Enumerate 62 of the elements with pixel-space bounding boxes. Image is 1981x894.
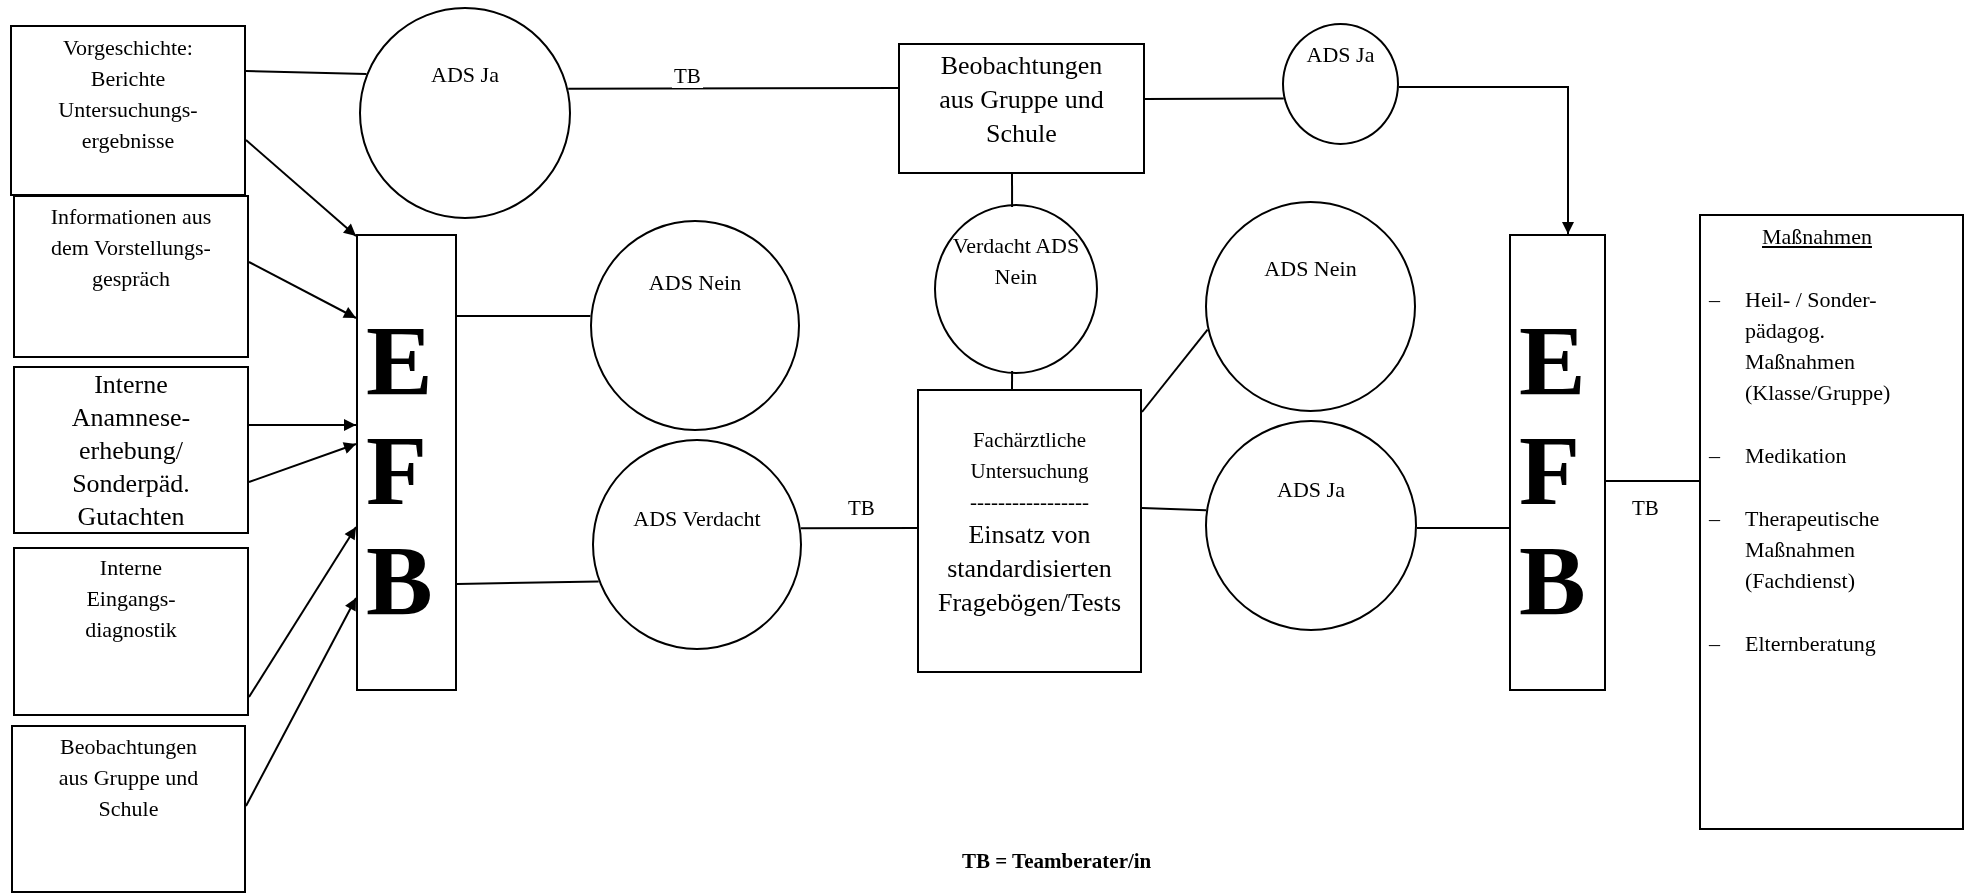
box-text: Fachärztliche Untersuchung (969, 427, 1090, 485)
source-box (11, 725, 246, 893)
list-item: Therapeutische Maßnahmen (Fachdienst) (1745, 505, 1881, 595)
connector-line (456, 580, 600, 585)
list-dash: – (1709, 442, 1721, 470)
result-circle (934, 204, 1098, 374)
efb-letters: E F B (1519, 306, 1587, 636)
list-dash: – (1709, 286, 1721, 314)
result-circle (359, 7, 571, 219)
result-circle (590, 220, 800, 431)
arrow (248, 442, 357, 483)
list-item: Medikation (1745, 442, 1848, 470)
box-text: Einsatz von standardisierten Fragebögen/Tests (937, 519, 1122, 619)
box-text: Interne Eingangs- diagnostik (84, 554, 178, 644)
efb-box (356, 234, 457, 691)
source-box (10, 25, 246, 196)
box-text: Vorgeschichte: Berichte Untersuchungs- ergebnisse (57, 34, 199, 155)
result-circle (1282, 23, 1399, 145)
circle-label: ADS Nein (1263, 255, 1358, 283)
arrow (248, 419, 357, 431)
circle-label: Verdacht ADS Nein (951, 232, 1081, 291)
heading: Maßnahmen (1761, 223, 1873, 251)
efb-letters: E F B (366, 306, 434, 636)
abbreviation-note: TB = Teamberater/in (962, 848, 1152, 874)
source-box (13, 547, 249, 716)
list-dash: – (1709, 505, 1721, 533)
connector-line (1416, 527, 1510, 529)
source-box (13, 366, 249, 534)
circle-label: ADS Ja (1305, 41, 1376, 69)
box-text: Interne Anamnese- erhebung/ Sonderpäd. Gutachten (70, 369, 192, 533)
box-text: Informationen aus dem Vorstellungs- gespräch (50, 203, 212, 293)
result-circle (1205, 201, 1416, 412)
process-box (917, 389, 1142, 673)
connector-line (567, 87, 899, 90)
arrow (245, 139, 357, 237)
source-box (13, 195, 249, 358)
list-item: Elternberatung (1745, 630, 1877, 658)
list-item: Heil- / Sonder- pädagog. Maßnahmen (Klasse/Gruppe) (1745, 286, 1892, 407)
connector-line (1144, 97, 1285, 100)
measures-box (1699, 214, 1964, 830)
result-circle (592, 439, 802, 650)
connector-line (245, 70, 368, 75)
connector-line (1605, 480, 1700, 482)
arrow (245, 597, 357, 807)
circle-label: ADS Nein (647, 269, 743, 297)
box-text: Beobachtungen aus Gruppe und Schule (938, 50, 1105, 150)
efb-box (1509, 234, 1606, 691)
list-dash: – (1709, 630, 1721, 658)
connector-line (456, 315, 592, 317)
arrow (1397, 86, 1574, 235)
connector-line (1141, 328, 1209, 413)
separator-text: ----------------- (969, 489, 1090, 516)
process-box (898, 43, 1145, 174)
circle-label: ADS Ja (430, 61, 500, 89)
result-circle (1205, 420, 1417, 631)
connector-line (1141, 507, 1208, 512)
arrow (248, 526, 357, 698)
connector-line (799, 527, 918, 530)
circle-label: ADS Verdacht (632, 505, 762, 533)
box-text: Beobachtungen aus Gruppe und Schule (57, 733, 200, 823)
arrow (248, 261, 357, 319)
circle-label: ADS Ja (1276, 476, 1346, 504)
